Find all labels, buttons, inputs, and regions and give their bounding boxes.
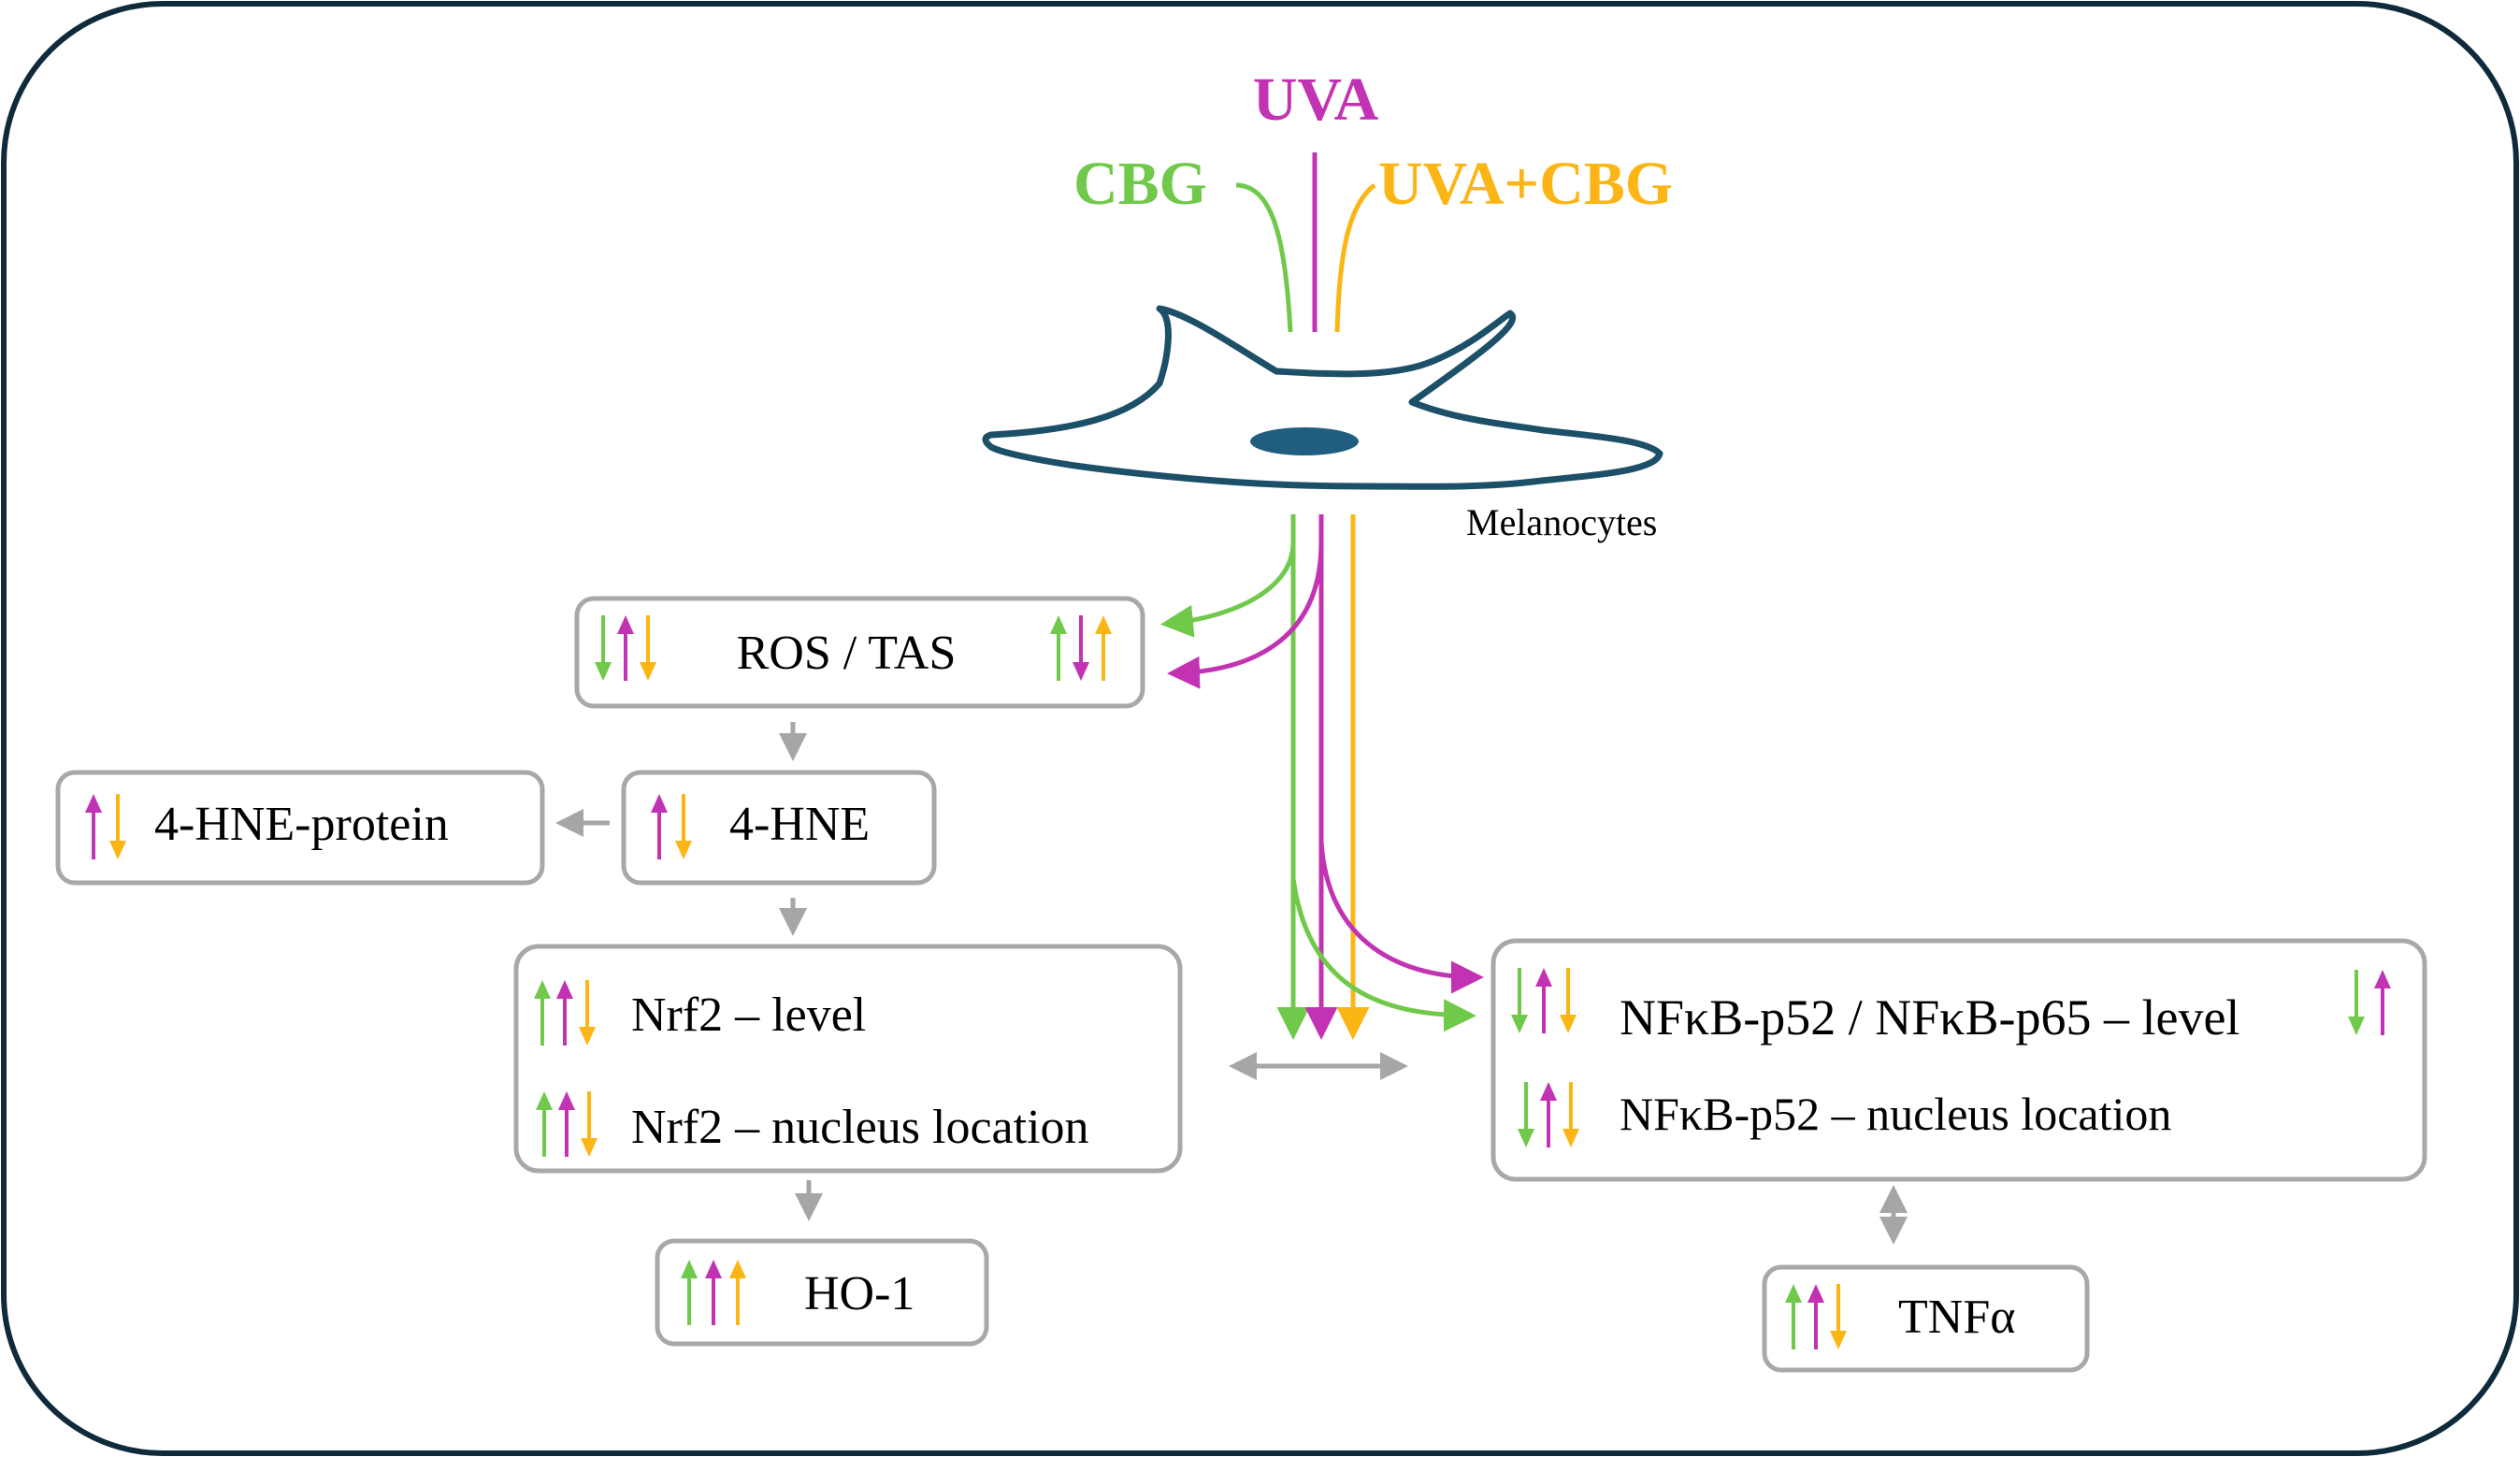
ho1-label: HO-1 xyxy=(804,1267,914,1320)
indicator-arrow-down-icon xyxy=(1562,1129,1579,1147)
indicator-arrow-up-icon xyxy=(729,1260,746,1278)
treatment-label-uva: UVA xyxy=(1253,65,1379,134)
indicator-arrow-down-icon xyxy=(1518,1129,1534,1147)
indicator-arrow-up-icon xyxy=(1095,615,1112,634)
nrf2-level-label: Nrf2 – level xyxy=(631,988,866,1042)
indicator-arrow-down-icon xyxy=(109,841,126,859)
indicator-arrow-up-icon xyxy=(85,794,102,813)
indicator-arrow-down-icon xyxy=(2348,1017,2365,1035)
cbg-to-ros-arrow xyxy=(1160,541,1296,638)
ros-tas-label: ROS / TAS xyxy=(737,627,957,680)
indicator-arrow-up-icon xyxy=(536,1091,553,1110)
indicator-arrow-up-icon xyxy=(556,980,573,999)
uva-cbg-input-line xyxy=(1334,182,1376,333)
indicator-arrow-down-icon xyxy=(1830,1331,1847,1349)
hne-label: 4-HNE xyxy=(729,798,870,851)
nfkb-level-right-arrow-group xyxy=(2348,970,2391,1035)
cbg-to-nfkb-arrow xyxy=(1290,878,1476,1032)
indicator-arrow-up-icon xyxy=(1540,1082,1557,1101)
indicator-arrow-down-icon xyxy=(675,841,692,859)
ros-tas-left-arrow-group xyxy=(595,615,656,681)
indicator-arrow-up-icon xyxy=(558,1091,575,1110)
nfkb-level-arrow-group xyxy=(1511,968,1577,1033)
nrf2-box xyxy=(513,944,1183,1174)
cbg-input-line xyxy=(1235,182,1293,333)
hne-protein-box xyxy=(55,770,545,886)
nrf2-level-arrow-group xyxy=(534,980,596,1046)
indicator-arrow-down-icon xyxy=(579,1027,596,1046)
cell-nucleus xyxy=(1250,427,1359,455)
indicator-arrow-down-icon xyxy=(640,662,656,681)
nfkb-box xyxy=(1490,938,2427,1182)
melanocyte-cell-outline xyxy=(982,305,1663,490)
indicator-arrow-up-icon xyxy=(534,980,551,999)
tnf-label: TNFα xyxy=(1898,1291,2015,1344)
indicator-arrow-down-icon xyxy=(595,662,612,681)
indicator-arrow-down-icon xyxy=(1073,662,1089,681)
indicator-arrow-up-icon xyxy=(705,1260,722,1278)
tnf-arrow-group xyxy=(1785,1284,1847,1349)
indicator-arrow-up-icon xyxy=(1807,1284,1824,1303)
tnf-box xyxy=(1762,1264,2090,1373)
indicator-arrow-up-icon xyxy=(2374,970,2391,988)
ros-tas-right-arrow-group xyxy=(1050,615,1112,681)
treatment-label-cbg: CBG xyxy=(1073,150,1207,218)
hne-arrow-group xyxy=(651,794,692,859)
nrf2-nucleus-arrow-group xyxy=(536,1091,598,1157)
indicator-arrow-down-icon xyxy=(1560,1015,1577,1033)
indicator-arrow-down-icon xyxy=(581,1138,598,1157)
indicator-arrow-down-icon xyxy=(1511,1015,1528,1033)
nfkb-nucleus-arrow-group xyxy=(1518,1082,1579,1147)
hne-box xyxy=(621,770,937,886)
indicator-arrow-up-icon xyxy=(1785,1284,1802,1303)
hne-protein-label: 4-HNE-protein xyxy=(154,798,449,851)
indicator-arrow-up-icon xyxy=(1535,968,1552,987)
nfkb-nucleus-label: NFκB-p52 – nucleus location xyxy=(1620,1088,2171,1140)
hne-protein-arrow-group xyxy=(85,794,126,859)
ros-tas-box xyxy=(574,596,1145,709)
ho1-arrow-group xyxy=(681,1260,746,1325)
nrf2-nucleus-label: Nrf2 – nucleus location xyxy=(631,1101,1089,1154)
nfkb-level-label: NFκB-p52 / NFκB-p65 – level xyxy=(1620,989,2239,1046)
treatment-label-uva-cbg: UVA+CBG xyxy=(1378,150,1673,218)
indicator-arrow-up-icon xyxy=(617,615,634,634)
indicator-arrow-up-icon xyxy=(681,1260,698,1278)
uva-to-ros-arrow xyxy=(1167,541,1324,689)
cell-label: Melanocytes xyxy=(1466,501,1657,543)
uva-to-nfkb-arrow xyxy=(1318,841,1484,994)
indicator-arrow-up-icon xyxy=(651,794,668,813)
indicator-arrow-up-icon xyxy=(1050,615,1067,634)
